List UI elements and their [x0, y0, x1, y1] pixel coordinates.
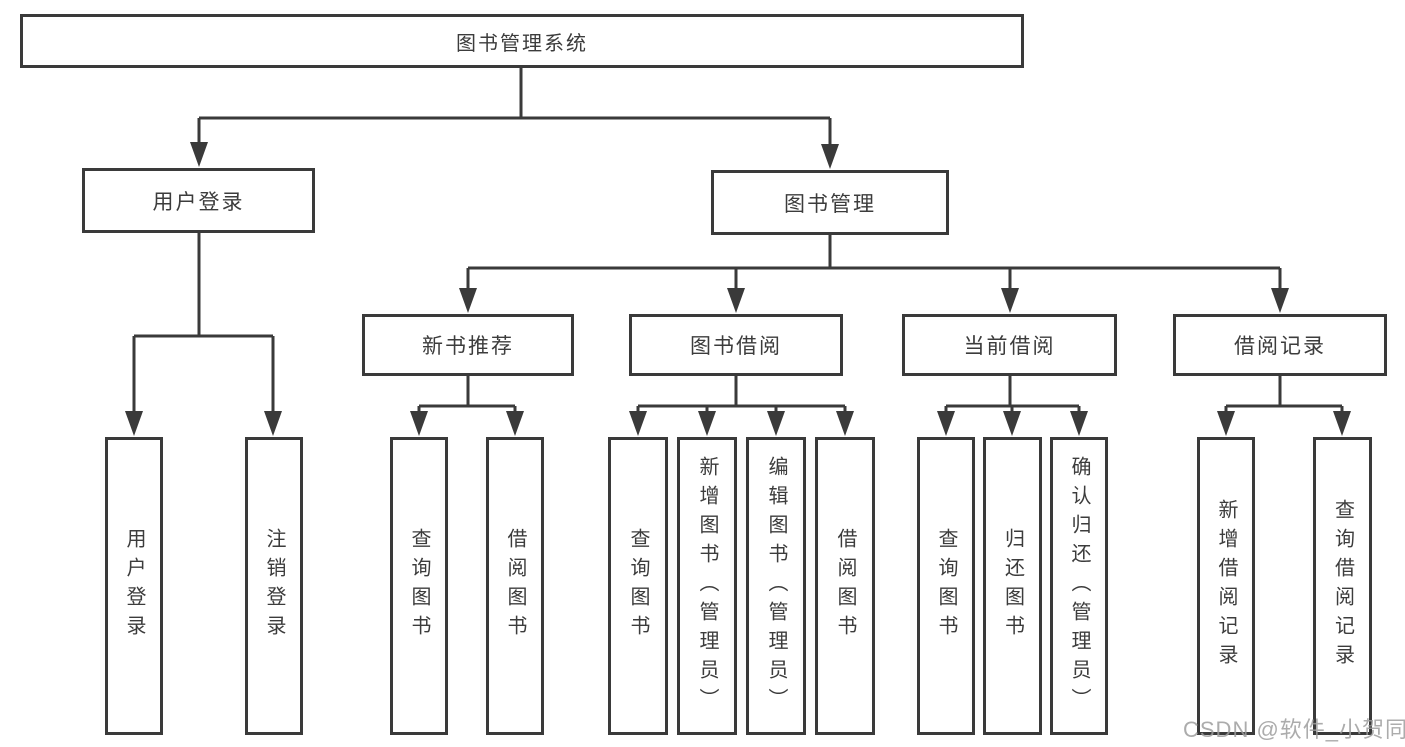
leaf-edit-books-admin: 编辑图书（管理员） — [746, 437, 806, 735]
node-current-borrowing: 当前借阅 — [902, 314, 1117, 376]
leaf-add-books-admin-label: 新增图书（管理员） — [696, 455, 718, 717]
leaf-query-books-3-label: 查询图书 — [935, 528, 957, 644]
leaf-add-borrow-record: 新增借阅记录 — [1197, 437, 1255, 735]
leaf-borrow-books-1: 借阅图书 — [486, 437, 544, 735]
csdn-watermark: CSDN @软件_小贺同学 — [1183, 717, 1405, 742]
node-root: 图书管理系统 — [20, 14, 1024, 68]
leaf-return-books: 归还图书 — [983, 437, 1042, 735]
leaf-query-books-1-label: 查询图书 — [408, 528, 430, 644]
leaf-query-books-2: 查询图书 — [608, 437, 668, 735]
node-root-label: 图书管理系统 — [456, 32, 588, 55]
leaf-add-books-admin: 新增图书（管理员） — [677, 437, 737, 735]
leaf-borrow-books-1-label: 借阅图书 — [504, 528, 526, 644]
node-borrow-records: 借阅记录 — [1173, 314, 1387, 376]
node-book-management-label: 图书管理 — [784, 192, 876, 216]
leaf-query-books-2-label: 查询图书 — [627, 528, 649, 644]
leaf-confirm-return-admin: 确认归还（管理员） — [1050, 437, 1108, 735]
leaf-query-borrow-record-label: 查询借阅记录 — [1331, 499, 1354, 673]
leaf-query-books-1: 查询图书 — [390, 437, 448, 735]
leaf-query-borrow-record: 查询借阅记录 — [1313, 437, 1372, 735]
node-user-login-label: 用户登录 — [152, 190, 245, 214]
leaf-user-login-label: 用户登录 — [123, 528, 145, 644]
arrowheads — [125, 142, 1351, 436]
node-current-borrowing-label: 当前借阅 — [963, 335, 1056, 358]
leaf-query-books-3: 查询图书 — [917, 437, 975, 735]
leaf-edit-books-admin-label: 编辑图书（管理员） — [765, 455, 787, 717]
leaf-borrow-books-2-label: 借阅图书 — [834, 528, 856, 644]
node-new-book-recommend-label: 新书推荐 — [422, 335, 514, 358]
node-new-book-recommend: 新书推荐 — [362, 314, 574, 376]
leaf-logout: 注销登录 — [245, 437, 303, 735]
node-book-borrowing: 图书借阅 — [629, 314, 843, 376]
node-book-management: 图书管理 — [711, 170, 949, 235]
node-borrow-records-label: 借阅记录 — [1234, 335, 1326, 358]
leaf-logout-label: 注销登录 — [263, 528, 285, 644]
node-book-borrowing-label: 图书借阅 — [690, 335, 782, 358]
node-user-login: 用户登录 — [82, 168, 315, 233]
leaf-borrow-books-2: 借阅图书 — [815, 437, 875, 735]
leaf-confirm-return-admin-label: 确认归还（管理员） — [1068, 455, 1090, 717]
leaf-return-books-label: 归还图书 — [1001, 528, 1024, 644]
leaf-add-borrow-record-label: 新增借阅记录 — [1215, 499, 1237, 673]
leaf-user-login: 用户登录 — [105, 437, 163, 735]
